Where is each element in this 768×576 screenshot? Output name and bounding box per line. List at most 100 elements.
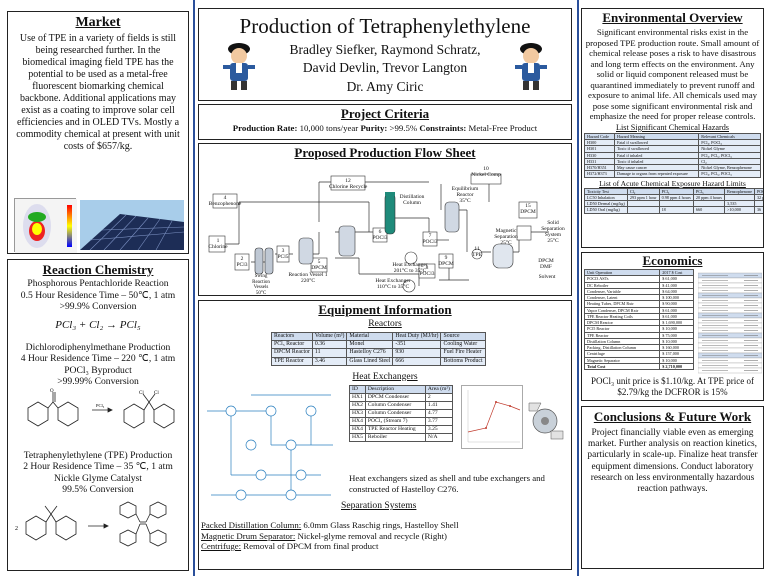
table-cell: N/A [424,432,453,442]
table-cell: 18 [658,206,694,214]
separation-item-centrifuge: Centrifuge: Removal of DPCM from final p… [201,541,571,552]
economics-heading: Economics [642,253,703,268]
separation-item-distillation: Packed Distillation Column: 6.0mm Glass … [201,520,571,531]
hazard-table: Hazard Code Hazard Meaning Relevant Chem… [584,132,761,178]
economics-section: Economics Unit Operation 2017 $ Cost POC… [581,252,764,401]
table-cell: HX4 [349,416,366,426]
table-cell: PCl₃, PCl₅, POCl₃ [698,170,761,178]
table-cell: 2 [424,392,453,402]
label-chlorine: 1 Chlorine [208,238,228,251]
svg-text:Cl: Cl [154,391,159,396]
reactors-col-3: Heat Duty (MJ/hr) [392,331,442,342]
table-cell: $ 10,000 [659,337,694,346]
table-cell: HX2 [349,400,366,410]
table-cell: LC50 Inhalation [584,193,628,202]
hx-note: Heat exchangers sized as shell and tube … [349,473,545,494]
table-cell: Nickel Glyme, Benzophenone [698,163,761,172]
authors-line-1: Bradley Siefker, Raymond Schratz, [289,42,481,58]
flow-sheet-section: Proposed Production Flow Sheet [198,143,572,296]
sep3-value: Removal of DPCM from final product [243,541,379,552]
reactors-table: Reactors Volume (m³) Material Heat Duty … [271,331,486,366]
table-cell: -351 [392,340,442,350]
table-cell: Cooling Water [440,340,486,350]
conclusions-body: Project financially viable even as emerg… [587,427,758,495]
label-benzophenone: 4 Benzophenone [208,195,242,208]
reactors-col-4: Source [440,331,486,342]
table-cell: TPE Reactor Heating [364,424,426,434]
magnetic-drum-image [527,401,567,441]
separation-item-magnetic: Magnetic Drum Separator: Nickel-glyme re… [201,531,571,542]
table-cell: DPCM Reactor [583,318,661,327]
table-row: Magnetic Separator$ 10,000 [583,356,694,364]
environment-heading: Environmental Overview [602,10,743,25]
hx-temperature-graph [461,385,523,449]
step1-title: Phosphorous Pentachloride Reaction [27,278,169,289]
reaction-step3: Tetraphenylethylene (TPE) Production 2 H… [12,450,184,496]
table-cell: $ 10,000 [659,356,694,364]
step3-structure: 2 [12,500,184,550]
mouse-fluorescence-image [14,198,77,253]
table-cell: $ 160,000 [659,343,694,352]
table-cell: Vapor Condenser, DPCM Rxtr [583,306,661,314]
sep2-label: Magnetic Drum Separator: [201,530,296,541]
label-reaction-vessel-1: Reaction Vessel 1 220°C [288,272,328,285]
cost-col-0: Unit Operation [583,268,661,277]
environment-body: Significant environmental risks exist in… [585,27,760,122]
table-cell: DC Reboiler [583,281,661,289]
table-cell: $ 75,000 [659,331,694,339]
table-row: TPE Reactor$ 75,000 [583,331,694,339]
table-row: TPE Reactor Heating Coils$ 61,000 [583,312,694,321]
step2-conversion: >99.99% Conversion [57,376,139,388]
table-cell: 293 ppm 1 hour [626,193,660,202]
acute-col-4: Benzophenone [724,187,755,195]
table-row: Centrifuge$ 157,000 [583,350,694,358]
table-cell: $ 2,710,000 [659,362,694,371]
label-solvent: Solvent [538,274,556,280]
table-cell: 3.46 [311,356,348,366]
label-dpcm-dmf: DPCM DMF [538,258,554,271]
table-cell: PCl₃, PCl₅, POCl₃ [698,151,761,159]
table-row: Total Cost$ 2,710,000 [583,362,694,371]
poster-title: Production of Tetraphenylethylene [239,14,531,38]
step3-conversion: 99.5% Conversion [62,484,134,496]
table-cell: $ 41,000 [659,281,694,289]
table-row: POCl3 ASTs$ 61,000 [583,275,694,283]
label-pcl3: 2 PCl3 [236,256,248,269]
project-criteria-section: Project Criteria Production Rate: 10,000… [198,104,572,140]
hx-network-diagram [201,385,341,505]
advisor-name: Dr. Amy Ciric [346,78,424,94]
table-cell: 32 ppm 4 hours [753,193,763,202]
label-dpcm-15: 15 DPCM [520,203,536,216]
table-cell: Glass Lined Steel [346,356,394,366]
reaction-heading: Reaction Chemistry [42,262,154,277]
table-cell: PCl5 Reactor [583,325,661,333]
table-cell: $ 157,000 [659,350,694,358]
flowsheet-heading: Proposed Production Flow Sheet [294,145,476,160]
reactors-col-0: Reactors [271,331,313,342]
table-cell: Hastelloy C276 [346,348,394,358]
table-cell: Damage to organs from repeated exposure [613,170,700,178]
table-cell: HX3 [349,408,366,418]
table-cell: DPCM Condenser [364,392,426,402]
table-cell: >10,000 [724,206,755,214]
equipment-heading: Equipment Information [318,302,452,317]
step2-reagent: PCl₅ [96,403,105,408]
flowsheet-diagram: 1 Chlorine 2 PCl3 3 PCl5 4 Benzophenone … [199,162,571,295]
purity-value: >99.5% [389,123,418,133]
acute-col-5: POCl₃ [753,187,763,195]
mascot-logo-left [221,39,257,91]
step2-conditions: 4 Hour Residence Time – 220 ℃, 1 atm [20,353,176,365]
table-cell: $ 61,000 [659,306,694,314]
table-cell: 4.77 [424,408,453,418]
table-cell: Condenser, Latent [583,293,661,302]
table-cell [626,206,660,214]
table-cell: HX1 [349,392,366,402]
table-cell: $ 100,000 [659,293,694,302]
